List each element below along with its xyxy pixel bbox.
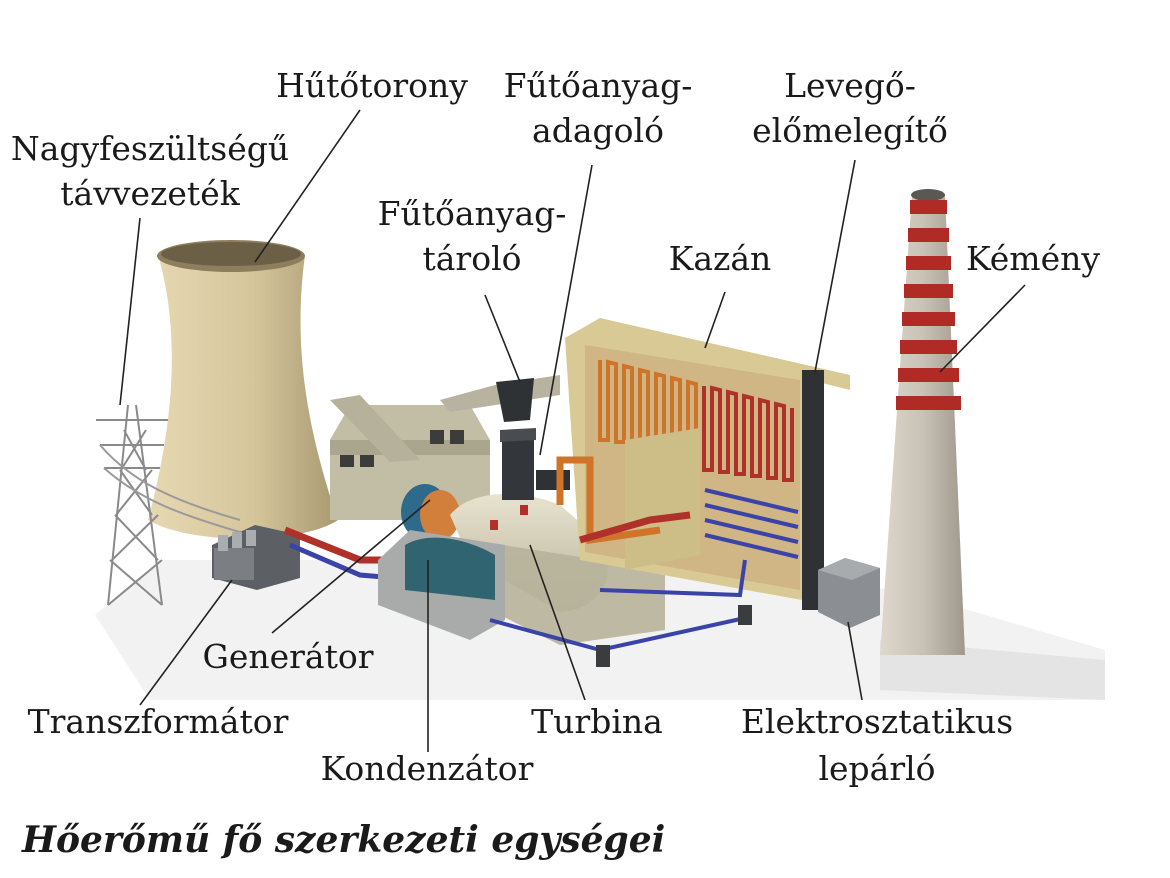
label-fuel-storage-2: tároló xyxy=(423,239,522,278)
label-transmission-line-2: távvezeték xyxy=(60,174,240,213)
label-turbine: Turbina xyxy=(531,702,663,741)
label-cooling-tower: Hűtőtorony xyxy=(276,66,468,105)
label-precipitator-1: Elektrosztatikus xyxy=(741,702,1013,741)
fuel-storage xyxy=(496,378,536,500)
chimney xyxy=(880,189,965,655)
label-fuel-storage-1: Fűtőanyag- xyxy=(378,194,567,233)
generator xyxy=(401,484,460,540)
label-condenser: Kondenzátor xyxy=(321,749,534,788)
label-transmission-line-1: Nagyfeszültségű xyxy=(11,129,289,168)
fuel-feeder xyxy=(536,470,570,490)
boiler-pipes xyxy=(556,456,747,598)
leader-lines xyxy=(119,109,1026,752)
electrostatic-precipitator xyxy=(818,558,880,628)
label-air-preheater-1: Levegő- xyxy=(784,66,916,105)
label-fuel-feeder-2: adagoló xyxy=(532,111,664,150)
label-air-preheater-2: előmelegítő xyxy=(752,111,948,150)
boiler xyxy=(565,318,850,610)
label-fuel-feeder-1: Fűtőanyag- xyxy=(504,66,693,105)
label-chimney: Kémény xyxy=(966,239,1100,278)
label-precipitator-2: lepárló xyxy=(818,749,935,788)
label-boiler: Kazán xyxy=(669,239,772,278)
figure-caption: Hőerőmű fő szerkezeti egységei xyxy=(21,819,665,861)
labels: Hűtőtorony Nagyfeszültségű távvezeték Fű… xyxy=(11,66,1101,788)
cooling-water-loop xyxy=(489,605,752,667)
label-transformer: Transzformátor xyxy=(28,702,289,741)
label-generator: Generátor xyxy=(202,637,373,676)
transmission-tower xyxy=(96,404,251,606)
transformer xyxy=(212,525,300,590)
cooling-tower xyxy=(148,240,338,539)
